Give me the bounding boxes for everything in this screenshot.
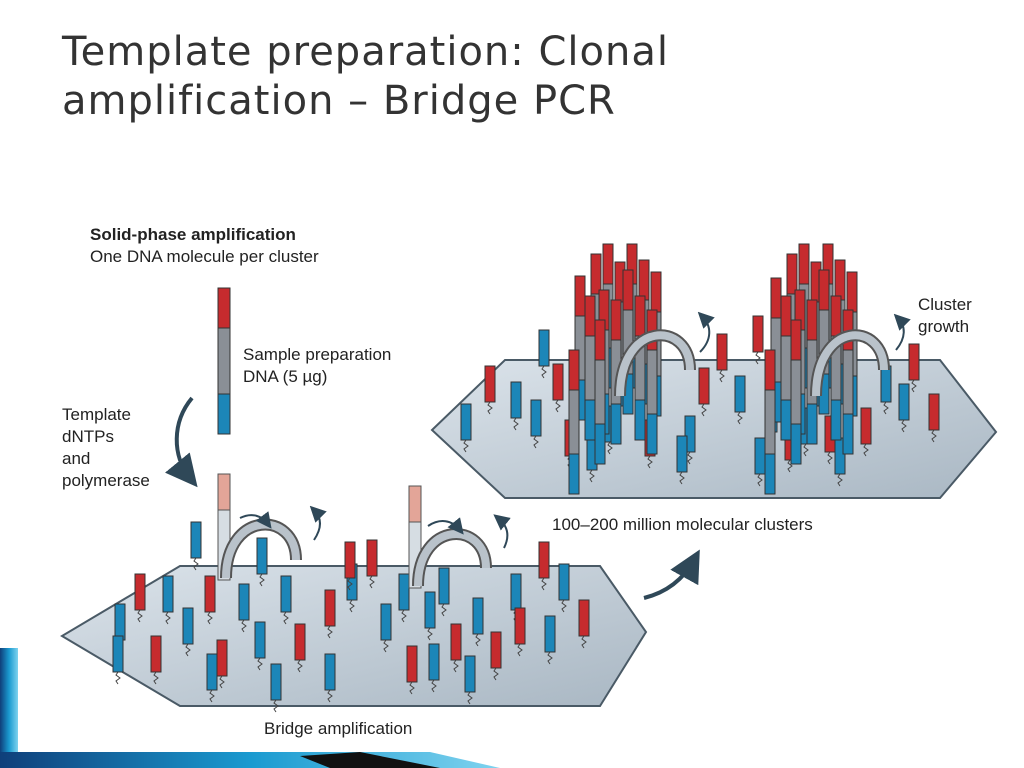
- reagents-line-4: polymerase: [62, 471, 150, 490]
- primer-oligo: [238, 583, 250, 633]
- primer-oligo: [510, 381, 522, 431]
- primer-oligo: [204, 575, 216, 625]
- reagents-label: Template dNTPs and polymerase: [62, 404, 150, 492]
- primer-oligo: [162, 575, 174, 625]
- slide-title-line-1: Template preparation: Clonal: [62, 29, 669, 75]
- small-arrow-3: [427, 517, 464, 535]
- primer-oligo: [484, 365, 496, 415]
- cluster-strand: [780, 295, 792, 441]
- sample-prep-label: Sample preparation DNA (5 µg): [243, 344, 391, 388]
- cluster-strand: [764, 349, 776, 495]
- primer-oligo: [254, 621, 266, 671]
- corner-band-left: [0, 648, 18, 768]
- primer-oligo: [908, 343, 920, 393]
- cluster-strand: [634, 295, 646, 441]
- primer-oligo: [676, 435, 688, 485]
- solid-phase-subtitle: One DNA molecule per cluster: [90, 247, 319, 266]
- primer-oligo: [464, 655, 476, 705]
- primer-oligo: [428, 643, 440, 693]
- primer-oligo: [270, 663, 282, 713]
- cluster-strand: [568, 349, 580, 495]
- primer-oligo: [578, 599, 590, 649]
- small-arrow-4: [493, 514, 511, 549]
- primer-oligo: [344, 541, 356, 591]
- bridge-amplification-caption: Bridge amplification: [264, 719, 413, 738]
- primer-oligo: [294, 623, 306, 673]
- reagents-line-2: dNTPs: [62, 427, 114, 446]
- primer-oligo: [438, 567, 450, 617]
- primer-oligo: [558, 563, 570, 613]
- cluster-strand: [584, 295, 596, 441]
- primer-oligo: [380, 603, 392, 653]
- primer-oligo: [280, 575, 292, 625]
- slide-title: Template preparation: Clonal amplificati…: [62, 28, 962, 126]
- primer-oligo: [206, 653, 218, 703]
- sample-prep-line-1: Sample preparation: [243, 345, 392, 364]
- primer-oligo: [544, 615, 556, 665]
- primer-oligo: [928, 393, 940, 443]
- cluster-strand: [830, 295, 842, 441]
- primer-oligo: [182, 607, 194, 657]
- molecular-clusters-caption: 100–200 million molecular clusters: [552, 515, 813, 534]
- primer-oligo: [406, 645, 418, 695]
- primer-oligo: [752, 315, 764, 365]
- plate-molecular-clusters: [430, 359, 998, 499]
- primer-oligo: [552, 363, 564, 413]
- primer-oligo: [190, 521, 202, 571]
- primer-oligo: [324, 589, 336, 639]
- primer-oligo: [716, 333, 728, 383]
- cluster-growth-line-2: growth: [918, 317, 970, 336]
- primers-bottom-plate: [112, 521, 590, 713]
- small-arrow-5: [697, 311, 715, 353]
- primer-oligo: [898, 383, 910, 433]
- primer-oligo: [538, 541, 550, 591]
- sample-dna-strand: [217, 287, 231, 435]
- primer-oligo: [424, 591, 436, 641]
- cluster-strand: [610, 299, 622, 445]
- primer-oligo: [860, 407, 872, 457]
- small-arrow-6: [893, 313, 911, 351]
- primer-oligo: [490, 631, 502, 681]
- primer-oligo: [366, 539, 378, 589]
- small-arrow-2: [309, 505, 327, 541]
- corner-band-dark: [300, 752, 440, 768]
- cluster-strand: [842, 309, 854, 455]
- primer-oligo: [472, 597, 484, 647]
- slide-title-line-2: amplification – Bridge PCR: [62, 78, 616, 124]
- cluster-growth-label: Cluster growth: [918, 294, 972, 338]
- small-arrow-1: [239, 511, 272, 529]
- primer-oligo: [398, 573, 410, 623]
- primer-oligo: [460, 403, 472, 453]
- solid-phase-title: Solid-phase amplification: [90, 225, 296, 244]
- sample-prep-line-2: DNA (5 µg): [243, 367, 328, 386]
- primer-oligo: [530, 399, 542, 449]
- cluster-strand: [594, 319, 606, 465]
- cluster-strand: [790, 319, 802, 465]
- primer-oligo: [538, 329, 550, 379]
- cluster-growth-line-1: Cluster: [918, 295, 972, 314]
- primer-oligo: [450, 623, 462, 673]
- primer-oligo: [684, 415, 696, 465]
- template-curved-arrow: [164, 396, 198, 488]
- primer-oligo: [734, 375, 746, 425]
- primer-oligo: [324, 653, 336, 703]
- primer-oligo: [112, 635, 124, 685]
- progress-arrow: [643, 549, 700, 600]
- primer-oligo: [514, 607, 526, 657]
- primer-oligo: [134, 573, 146, 623]
- primer-oligo: [698, 367, 710, 417]
- primer-oligo: [256, 537, 268, 587]
- cluster-strands: [568, 243, 858, 495]
- solid-phase-label: Solid-phase amplification One DNA molecu…: [90, 224, 319, 268]
- reagents-line-3: and: [62, 449, 91, 468]
- primer-oligo: [150, 635, 162, 685]
- reagents-line-1: Template: [62, 405, 131, 424]
